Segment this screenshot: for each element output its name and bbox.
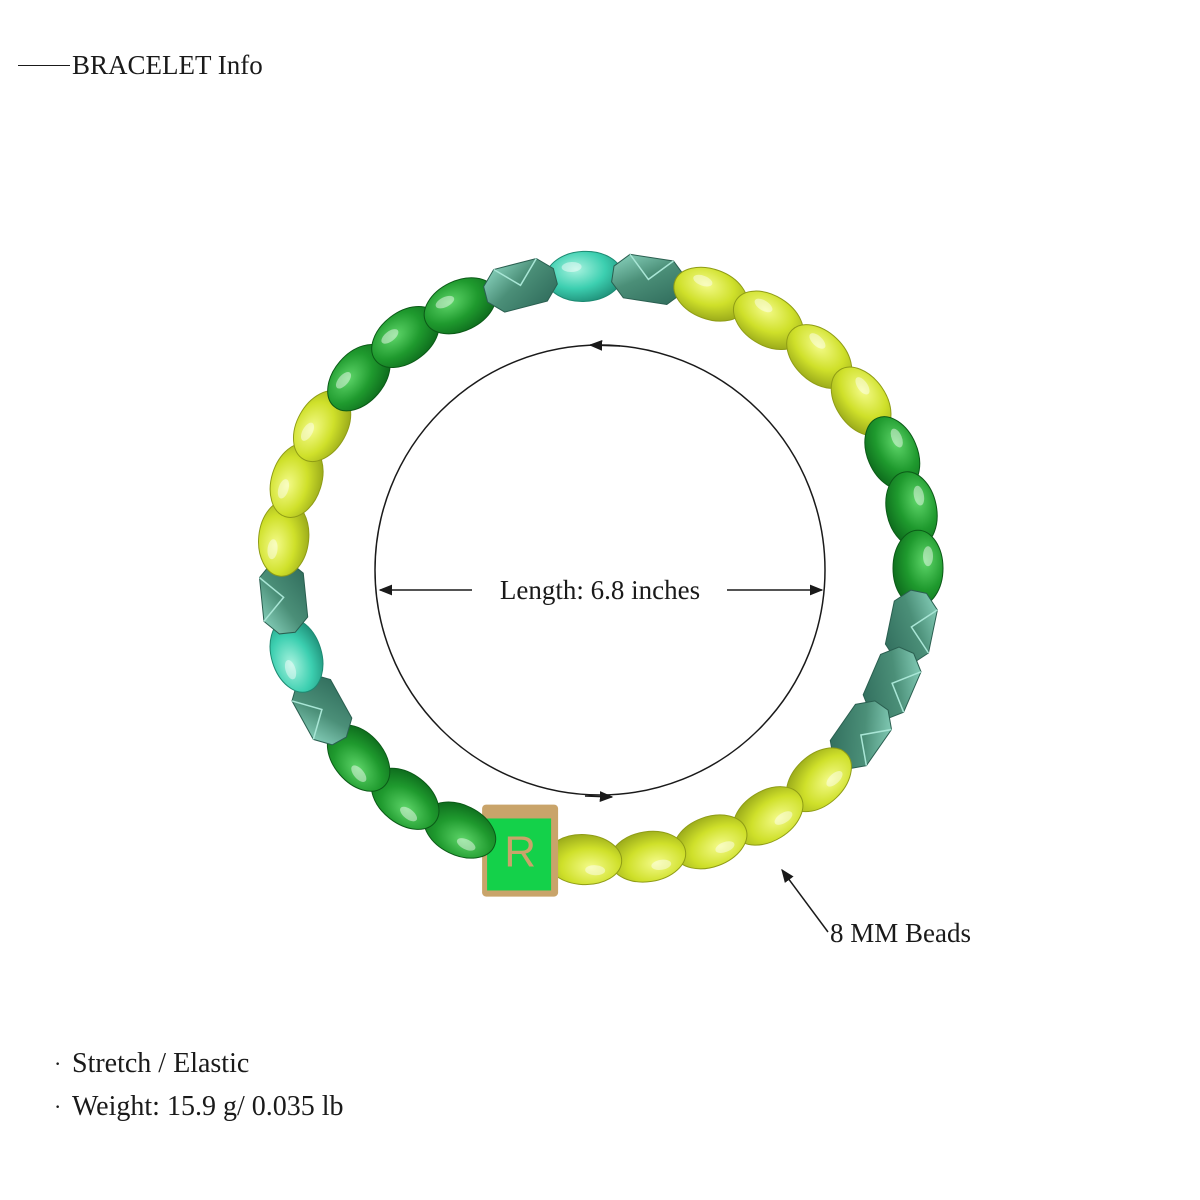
header-title: BRACELET Info bbox=[72, 50, 263, 80]
bullet: · bbox=[54, 1051, 62, 1076]
bead-highlight bbox=[774, 811, 793, 825]
bead-highlight bbox=[277, 479, 290, 499]
bead-lime bbox=[609, 830, 687, 883]
spec-item-weight: · Weight: 15.9 g/ 0.035 lb bbox=[54, 1085, 344, 1128]
turquoise-bead-body bbox=[545, 250, 623, 302]
bead-green bbox=[892, 529, 944, 607]
bead-highlight bbox=[335, 372, 352, 389]
bullet: · bbox=[54, 1094, 62, 1119]
bead-highlight bbox=[267, 539, 278, 560]
bead-highlight bbox=[585, 865, 606, 876]
bead-faceted bbox=[483, 257, 558, 313]
bead-highlight bbox=[351, 765, 367, 782]
info-header: BRACELET Info bbox=[18, 50, 263, 81]
bead-lime bbox=[545, 834, 623, 886]
bead-lime bbox=[785, 747, 852, 813]
facet-lines bbox=[910, 609, 938, 654]
charm-letter: R bbox=[504, 828, 536, 877]
bead-green bbox=[370, 767, 440, 830]
header-rule bbox=[18, 65, 70, 66]
bead-lime bbox=[258, 499, 310, 577]
bead-ring: R bbox=[258, 250, 944, 897]
bead-green bbox=[864, 416, 921, 490]
bead-lime bbox=[673, 266, 748, 322]
spec-text: Stretch / Elastic bbox=[72, 1048, 250, 1079]
top-arrow bbox=[588, 340, 621, 351]
bead-lime bbox=[786, 324, 853, 389]
bead-turquoise bbox=[269, 617, 324, 693]
spec-list: · Stretch / Elastic · Weight: 15.9 g/ 0.… bbox=[54, 1042, 344, 1128]
bead-highlight bbox=[381, 329, 399, 344]
length-label: Length: 6.8 inches bbox=[500, 575, 700, 605]
facet-lines bbox=[860, 728, 892, 766]
bead-highlight bbox=[826, 771, 843, 787]
bead-green bbox=[423, 801, 497, 859]
bead-size-arrow bbox=[781, 868, 829, 933]
bead-size-label: 8 MM Beads bbox=[830, 918, 971, 948]
spec-text: Weight: 15.9 g/ 0.035 lb bbox=[72, 1091, 344, 1122]
bead-highlight bbox=[809, 333, 826, 349]
facet-lines bbox=[259, 577, 285, 622]
bead-green bbox=[327, 344, 391, 412]
bead-highlight bbox=[435, 295, 455, 309]
bead-highlight bbox=[715, 841, 735, 853]
bead-highlight bbox=[300, 422, 315, 441]
bottom-arrow bbox=[584, 791, 614, 802]
facet-lines bbox=[291, 700, 323, 740]
bead-green bbox=[371, 305, 440, 369]
bead-highlight bbox=[456, 838, 476, 851]
facet-lines bbox=[891, 671, 922, 713]
facet-lines bbox=[629, 253, 674, 281]
bead-highlight bbox=[855, 377, 870, 395]
bead-highlight bbox=[890, 428, 903, 448]
bead-highlight bbox=[693, 274, 713, 287]
bead-highlight bbox=[284, 659, 297, 680]
bead-green bbox=[326, 724, 391, 792]
bead-highlight bbox=[754, 298, 773, 313]
bead-highlight bbox=[923, 546, 933, 567]
charm-face bbox=[487, 818, 552, 891]
bead-faceted bbox=[862, 646, 922, 721]
letter-charm: R bbox=[482, 804, 559, 897]
inner-circumference-circle bbox=[374, 344, 826, 796]
spec-item-stretch: · Stretch / Elastic bbox=[54, 1042, 344, 1085]
bead-faceted bbox=[258, 560, 309, 635]
bead-highlight bbox=[561, 262, 582, 273]
bead-highlight bbox=[913, 485, 925, 506]
bead-green bbox=[885, 471, 938, 548]
bead-turquoise bbox=[545, 250, 623, 302]
facet-lines bbox=[493, 258, 537, 287]
bead-highlight bbox=[651, 859, 672, 870]
bead-highlight bbox=[400, 806, 418, 822]
